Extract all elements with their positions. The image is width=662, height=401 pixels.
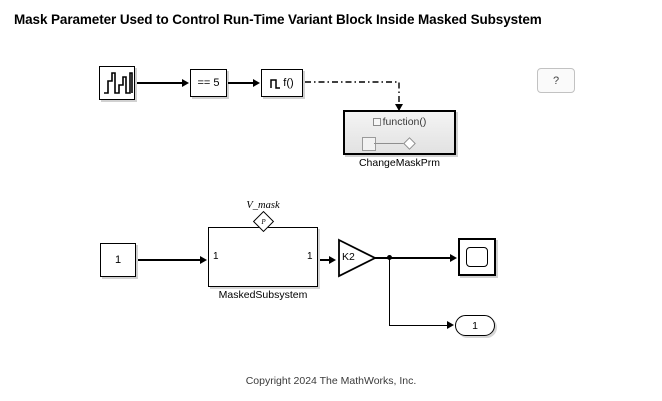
function-call-signal-line (305, 81, 400, 110)
outport-glyph-icon (403, 137, 416, 150)
wire-branch-vertical (389, 258, 391, 326)
function-call-generator-label: f() (283, 77, 294, 89)
copyright-text: Copyright 2024 The MathWorks, Inc. (245, 375, 417, 387)
internal-connection-line (374, 142, 406, 144)
inport-glyph-icon (362, 137, 376, 151)
constant-block-label: 1 (114, 254, 122, 266)
mask-parameter-badge-text: P (261, 217, 266, 226)
function-call-subsystem-title: function() (382, 116, 427, 128)
wire-compare-to-fcall (228, 82, 253, 84)
page-title: Mask Parameter Used to Control Run-Time … (14, 12, 542, 27)
arrow-into-fcall (253, 78, 260, 87)
gain-block-label: K2 (342, 251, 355, 263)
staircase-icon (104, 72, 133, 94)
wire-constant-to-subsystem (138, 259, 200, 261)
wire-subsystem-to-gain (320, 259, 329, 261)
mask-parameter-label: V_mask (246, 200, 280, 211)
gain-block[interactable]: K2 (337, 238, 378, 278)
masked-subsystem-inport-label: 1 (213, 251, 219, 262)
masked-subsystem-block[interactable] (208, 227, 318, 287)
arrow-into-scope (450, 253, 457, 262)
masked-subsystem-label: MaskedSubsystem (218, 289, 308, 301)
masked-subsystem-outport-label: 1 (307, 251, 313, 262)
scope-block[interactable] (458, 238, 496, 276)
compare-to-constant-block[interactable]: == 5 (190, 69, 227, 97)
wire-branch-to-outport (389, 324, 447, 326)
arrow-into-gain (329, 255, 336, 264)
compare-block-label: == 5 (197, 77, 220, 89)
arrow-into-function-call-subsystem (394, 104, 403, 111)
function-call-subsystem-label: ChangeMaskPrm (358, 157, 441, 169)
wire-gain-to-scope (375, 257, 450, 259)
constant-block[interactable]: 1 (100, 243, 136, 277)
arrow-into-outport (447, 320, 454, 329)
signal-branch-point (387, 255, 392, 261)
function-call-generator-block[interactable]: f() (261, 69, 303, 97)
wire-source-to-compare (137, 82, 182, 84)
pulse-icon (270, 78, 281, 89)
scope-screen-icon (466, 247, 488, 267)
function-port-icon (372, 118, 381, 127)
arrow-into-compare (182, 78, 189, 87)
function-call-subsystem-block[interactable]: function() (343, 110, 456, 155)
gain-triangle-icon (338, 238, 378, 278)
arrow-into-masked-subsystem (200, 255, 207, 264)
help-button[interactable]: ? (537, 68, 575, 93)
outport-block[interactable]: 1 (455, 315, 495, 336)
repeating-sequence-stair-block[interactable] (99, 66, 135, 100)
